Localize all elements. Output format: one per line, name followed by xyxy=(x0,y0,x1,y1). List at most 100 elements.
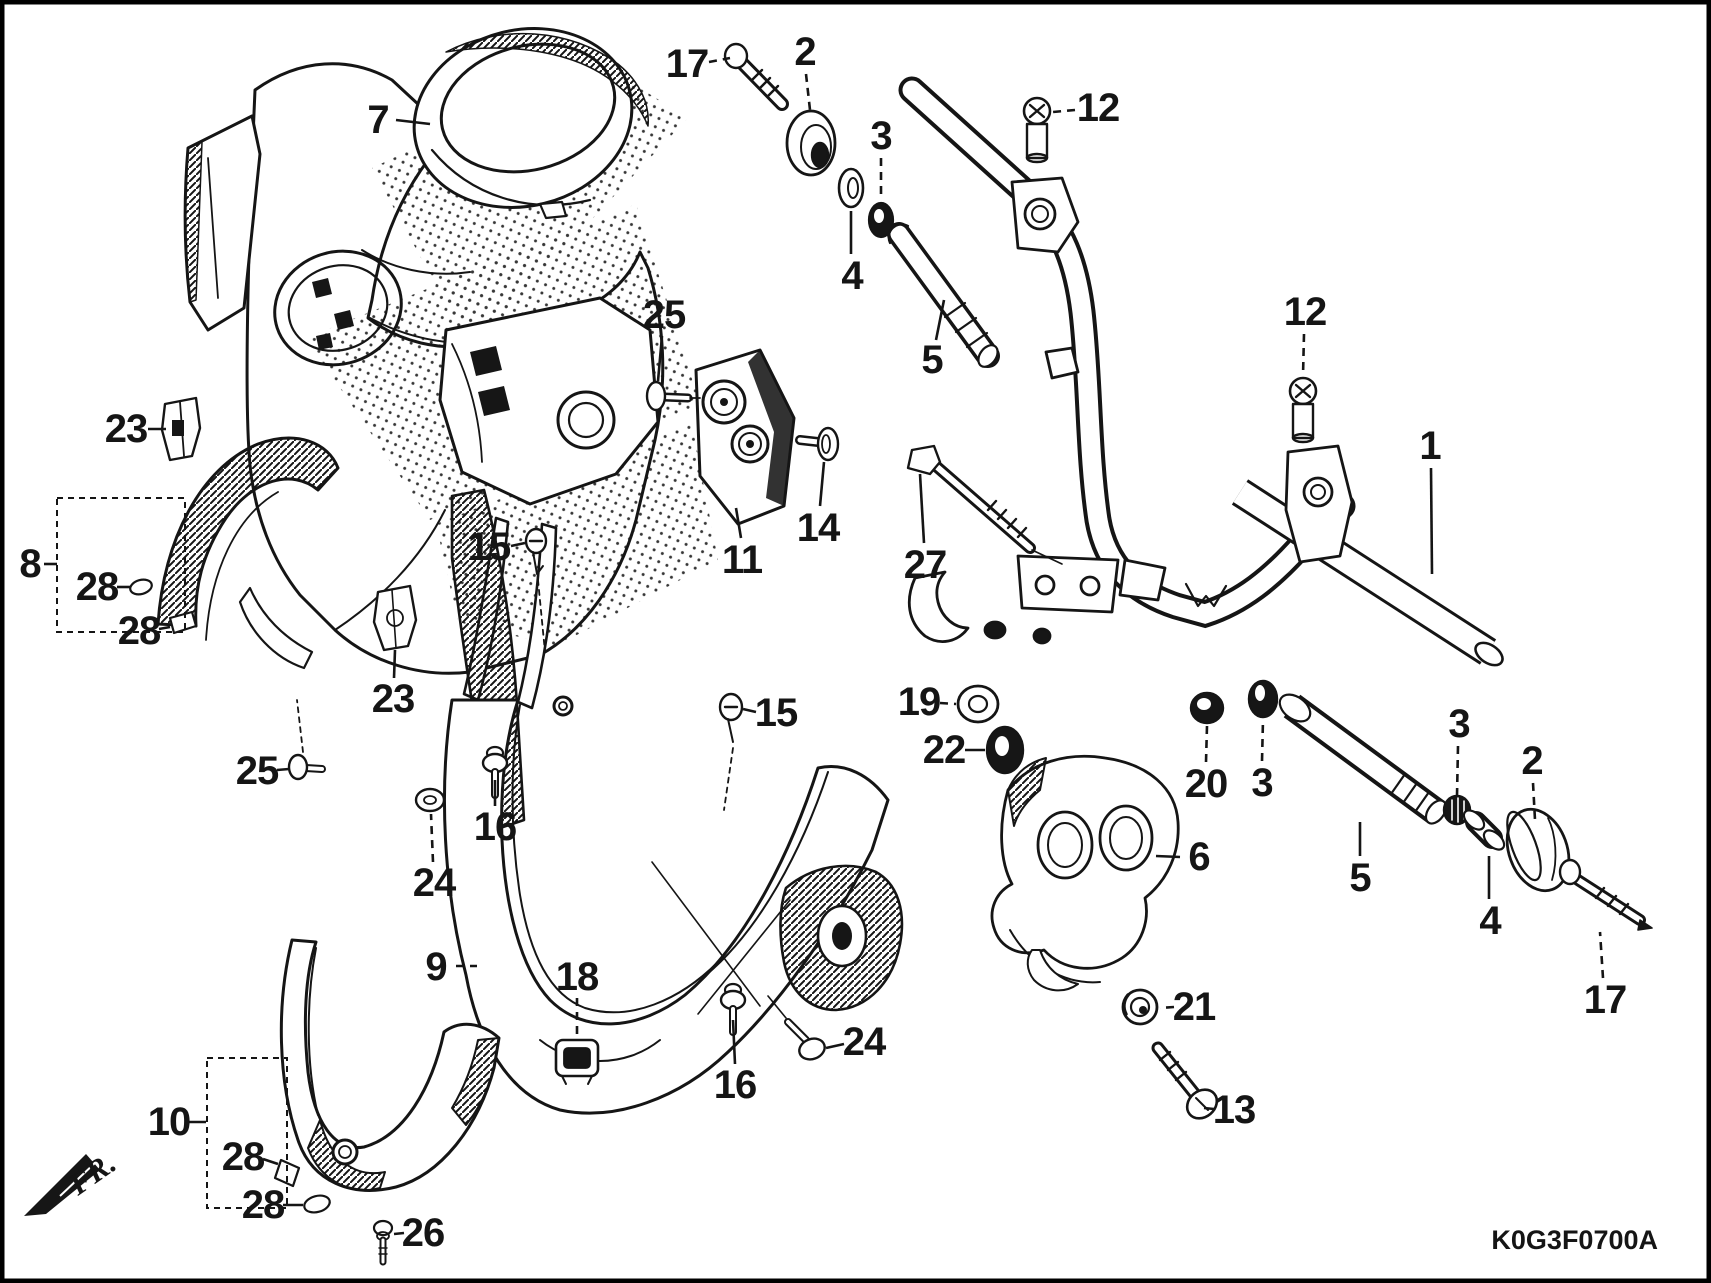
headlight-case xyxy=(412,27,649,220)
clip-23-center xyxy=(372,584,418,652)
callout-24: 24 xyxy=(825,1020,888,1064)
callout-leader-line xyxy=(1531,782,1537,821)
callout-4: 4 xyxy=(1479,856,1503,943)
callout-number: 24 xyxy=(843,1020,887,1064)
callout-leader-line xyxy=(818,461,826,507)
screw-14 xyxy=(795,426,840,462)
callout-28: 28 xyxy=(76,565,130,609)
callout-25: 25 xyxy=(643,293,687,382)
callout-20: 20 xyxy=(1185,725,1228,806)
grip-pipe-left xyxy=(887,222,1000,368)
callout-8: 8 xyxy=(19,542,57,586)
callout-number: 17 xyxy=(666,42,709,86)
callout-28: 28 xyxy=(222,1135,279,1179)
callout-leader-line xyxy=(1455,745,1460,797)
callout-leader-line xyxy=(708,56,731,64)
callout-number: 10 xyxy=(148,1100,191,1144)
screw-15-right xyxy=(718,692,744,811)
callout-leader-line xyxy=(1204,725,1209,763)
screw-17-right xyxy=(1558,858,1653,931)
callout-3: 3 xyxy=(1251,719,1274,805)
handlebar-pipe xyxy=(1231,479,1504,667)
callout-leader-line xyxy=(939,701,957,706)
inner-cover xyxy=(438,296,660,506)
callout-3: 3 xyxy=(1448,702,1471,797)
screw-25-bottom xyxy=(287,699,326,781)
callout-17: 17 xyxy=(1584,931,1627,1022)
callout-leader-line xyxy=(395,118,431,126)
callout-28: 28 xyxy=(242,1183,303,1227)
callout-leader-line xyxy=(804,73,812,111)
callout-leader-line xyxy=(1429,467,1434,575)
callout-23: 23 xyxy=(105,407,166,451)
callout-number: 5 xyxy=(921,338,943,382)
callout-number: 16 xyxy=(714,1063,757,1107)
callout-number: 12 xyxy=(1284,290,1327,334)
callout-2: 2 xyxy=(1521,739,1544,821)
callout-4: 4 xyxy=(841,211,865,298)
callout-24: 24 xyxy=(413,813,458,905)
grommet-2-top xyxy=(785,109,837,177)
callout-number: 27 xyxy=(904,543,947,587)
callout-26: 26 xyxy=(393,1211,445,1255)
callout-number: 23 xyxy=(105,407,148,451)
washer-19 xyxy=(956,684,1000,724)
switch-18 xyxy=(554,1038,600,1085)
callout-14: 14 xyxy=(797,461,842,550)
callout-leader-line xyxy=(1052,108,1076,114)
callout-19: 19 xyxy=(898,680,957,724)
callout-23: 23 xyxy=(372,649,415,721)
callout-number: 20 xyxy=(1185,762,1228,806)
callout-number: 25 xyxy=(643,293,686,337)
callout-number: 26 xyxy=(402,1211,445,1255)
callout-18: 18 xyxy=(556,955,600,1038)
callout-12: 12 xyxy=(1284,290,1327,377)
callout-number: 2 xyxy=(794,30,815,74)
callout-number: 13 xyxy=(1213,1088,1256,1132)
callout-leader-line xyxy=(825,1042,845,1050)
callout-number: 25 xyxy=(236,749,279,793)
fender-garnish xyxy=(156,436,340,670)
callout-number: 15 xyxy=(755,691,798,735)
callout-leader-line xyxy=(392,649,397,679)
callout-3: 3 xyxy=(870,114,893,200)
callout-25: 25 xyxy=(236,749,290,793)
callout-21: 21 xyxy=(1159,985,1217,1029)
washer-24-left xyxy=(414,787,446,813)
callout-number: 18 xyxy=(556,955,599,999)
callout-22: 22 xyxy=(923,728,985,772)
nut-3-top xyxy=(867,201,895,239)
callout-10: 10 xyxy=(148,1100,206,1144)
callout-11: 11 xyxy=(722,507,764,582)
callout-leader-line xyxy=(1203,1106,1215,1111)
meter-panel xyxy=(694,348,796,526)
bush-4-right xyxy=(1462,809,1506,851)
callout-number: 2 xyxy=(1521,739,1542,783)
callout-7: 7 xyxy=(367,98,431,142)
callout-16: 16 xyxy=(714,1019,757,1107)
grommet-22 xyxy=(985,725,1025,775)
callout-number: 21 xyxy=(1173,985,1216,1029)
callout-leader-line xyxy=(934,299,946,341)
callout-28: 28 xyxy=(118,609,171,653)
callout-number: 28 xyxy=(76,565,119,609)
callout-17: 17 xyxy=(666,42,731,86)
callout-leader-line xyxy=(429,813,435,863)
callout-number: 15 xyxy=(468,525,511,569)
callout-number: 16 xyxy=(474,805,517,849)
clip-28-d xyxy=(303,1194,331,1214)
callout-leader-line xyxy=(918,473,926,544)
callout-number: 8 xyxy=(19,542,41,586)
callout-5: 5 xyxy=(1349,822,1372,900)
callout-number: 24 xyxy=(413,861,457,905)
pin-28-c xyxy=(273,1158,301,1188)
callout-number: 22 xyxy=(923,728,966,772)
callout-leader-line xyxy=(276,767,290,772)
callout-15: 15 xyxy=(742,691,799,735)
callout-leader-line xyxy=(1260,719,1265,762)
callout-number: 3 xyxy=(1448,702,1469,746)
